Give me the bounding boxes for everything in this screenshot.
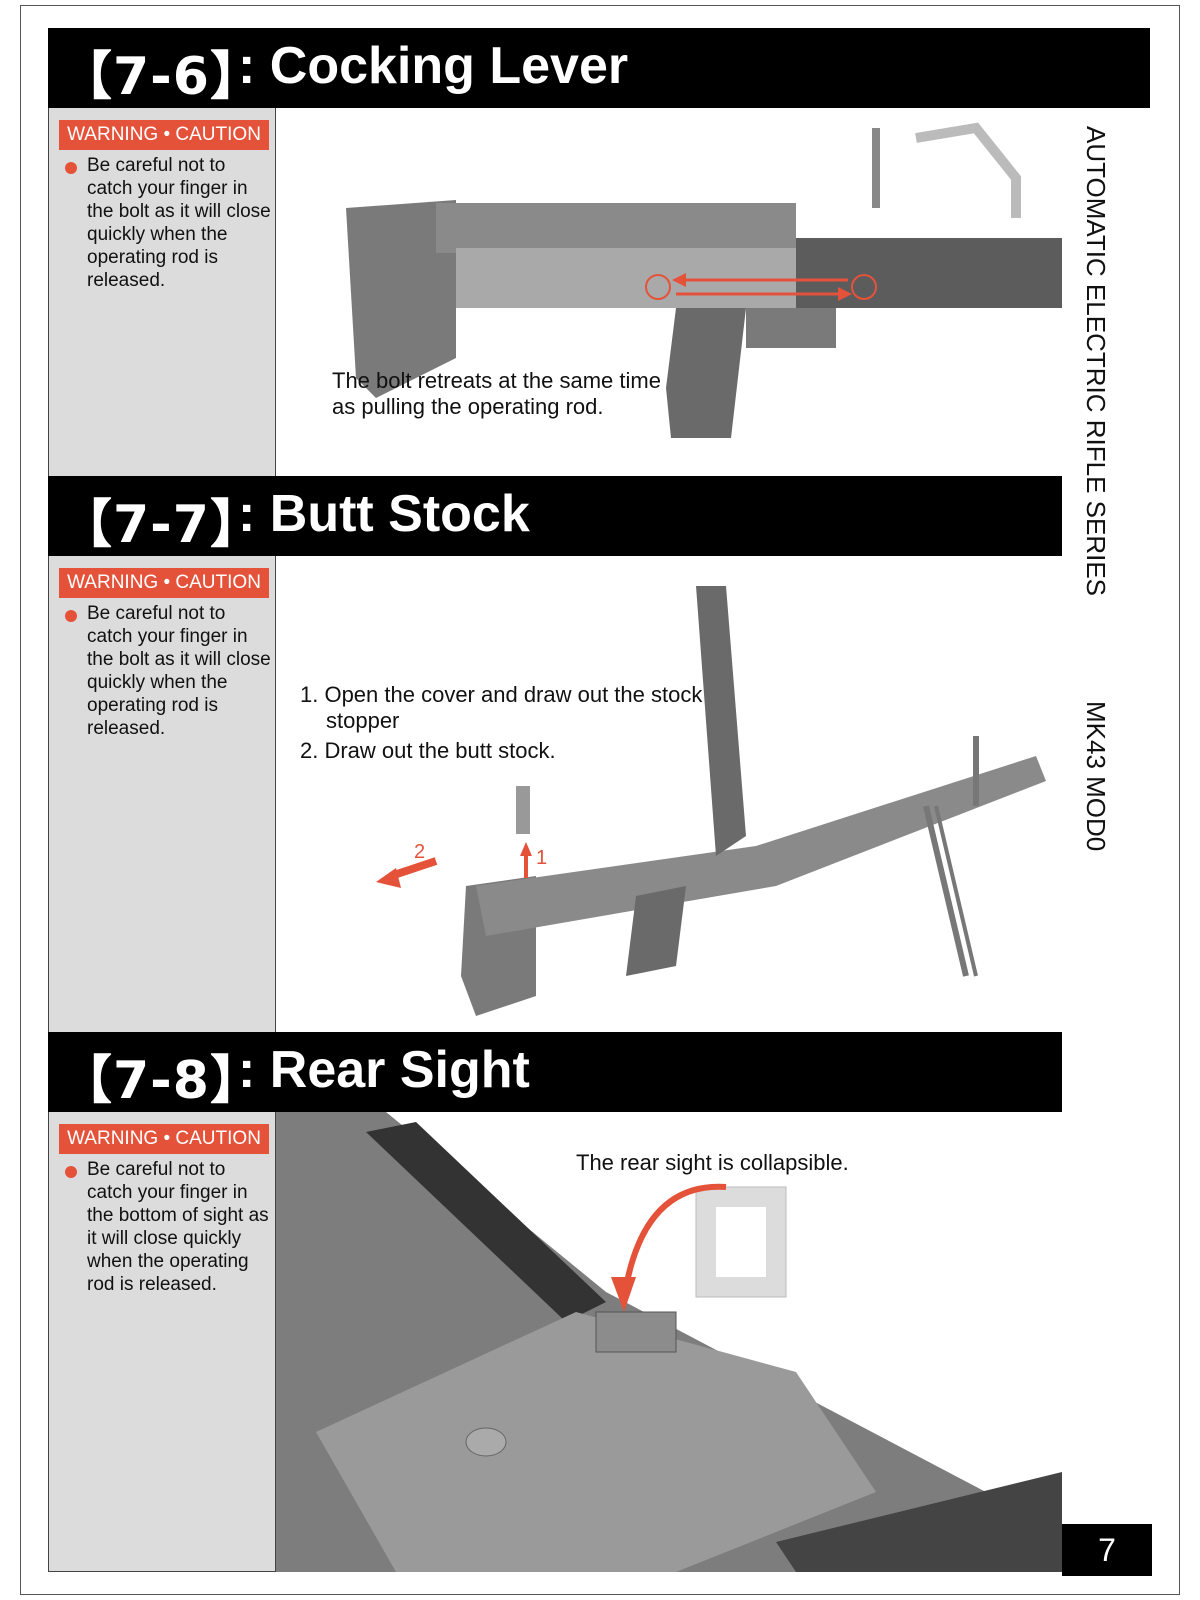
- section-number: 【7-6】: [60, 47, 263, 107]
- warning-badge: WARNING • CAUTION: [59, 568, 269, 598]
- page-number: 7: [1062, 1524, 1152, 1576]
- warning-badge: WARNING • CAUTION: [59, 120, 269, 150]
- section-rear-sight: 【7-8】 : Rear Sight WARNING • CAUTION Be …: [48, 1032, 1062, 1572]
- illustration-rear-sight: The rear sight is collapsible.: [276, 1112, 1062, 1572]
- illustration-cocking-lever: The bolt retreats at the same time as pu…: [276, 108, 1062, 476]
- section-header: 【7-8】 : Rear Sight: [48, 1032, 1062, 1112]
- section-number: 【7-7】: [60, 495, 263, 555]
- step-2: 2. Draw out the butt stock.: [300, 738, 556, 763]
- steps: 1. Open the cover and draw out the stock…: [300, 682, 710, 764]
- section-cocking-lever: 【7-6】 : Cocking Lever WARNING • CAUTION …: [48, 28, 1150, 476]
- warning-text: Be careful not to catch your finger in t…: [87, 1159, 269, 1295]
- rifle-receiver-illustration: [346, 122, 1062, 438]
- warning-badge: WARNING • CAUTION: [59, 1124, 269, 1154]
- caption: The bolt retreats at the same time as pu…: [332, 368, 661, 419]
- caption: The rear sight is collapsible.: [576, 1150, 849, 1175]
- side-rail: AUTOMATIC ELECTRIC RIFLE SERIES MK43 MOD…: [1062, 106, 1132, 1516]
- rear-sight-illustration: [276, 1112, 1062, 1572]
- warning-panel: WARNING • CAUTION Be careful not to catc…: [48, 556, 276, 1032]
- section-title: : Cocking Lever: [238, 37, 629, 95]
- section-title: : Rear Sight: [238, 1041, 530, 1099]
- bullet-icon: [65, 162, 77, 174]
- rifle-disassembly-illustration: 2 1: [376, 586, 1046, 1016]
- section-number: 【7-8】: [60, 1051, 263, 1111]
- section-butt-stock: 【7-7】 : Butt Stock WARNING • CAUTION Be …: [48, 476, 1062, 1032]
- warning-text: Be careful not to catch your finger in t…: [87, 155, 271, 291]
- series-label: AUTOMATIC ELECTRIC RIFLE SERIES: [1081, 126, 1111, 597]
- illustration-butt-stock: 2 1 1. Open the cover and draw out the s…: [276, 556, 1062, 1032]
- arrow-label-1: 1: [536, 847, 547, 869]
- section-header: 【7-7】 : Butt Stock: [48, 476, 1062, 556]
- warning-panel: WARNING • CAUTION Be careful not to catc…: [48, 108, 276, 476]
- warning-panel: WARNING • CAUTION Be careful not to catc…: [48, 1112, 276, 1572]
- bullet-icon: [65, 1166, 77, 1178]
- section-header: 【7-6】 : Cocking Lever: [48, 28, 1150, 108]
- arrow-label-2: 2: [414, 841, 425, 863]
- bullet-icon: [65, 610, 77, 622]
- step-1: 1. Open the cover and draw out the stock…: [300, 682, 703, 733]
- page-frame: [20, 5, 1180, 1595]
- warning-text: Be careful not to catch your finger in t…: [87, 603, 271, 739]
- section-title: : Butt Stock: [238, 485, 530, 543]
- model-label: MK43 MOD0: [1081, 701, 1111, 852]
